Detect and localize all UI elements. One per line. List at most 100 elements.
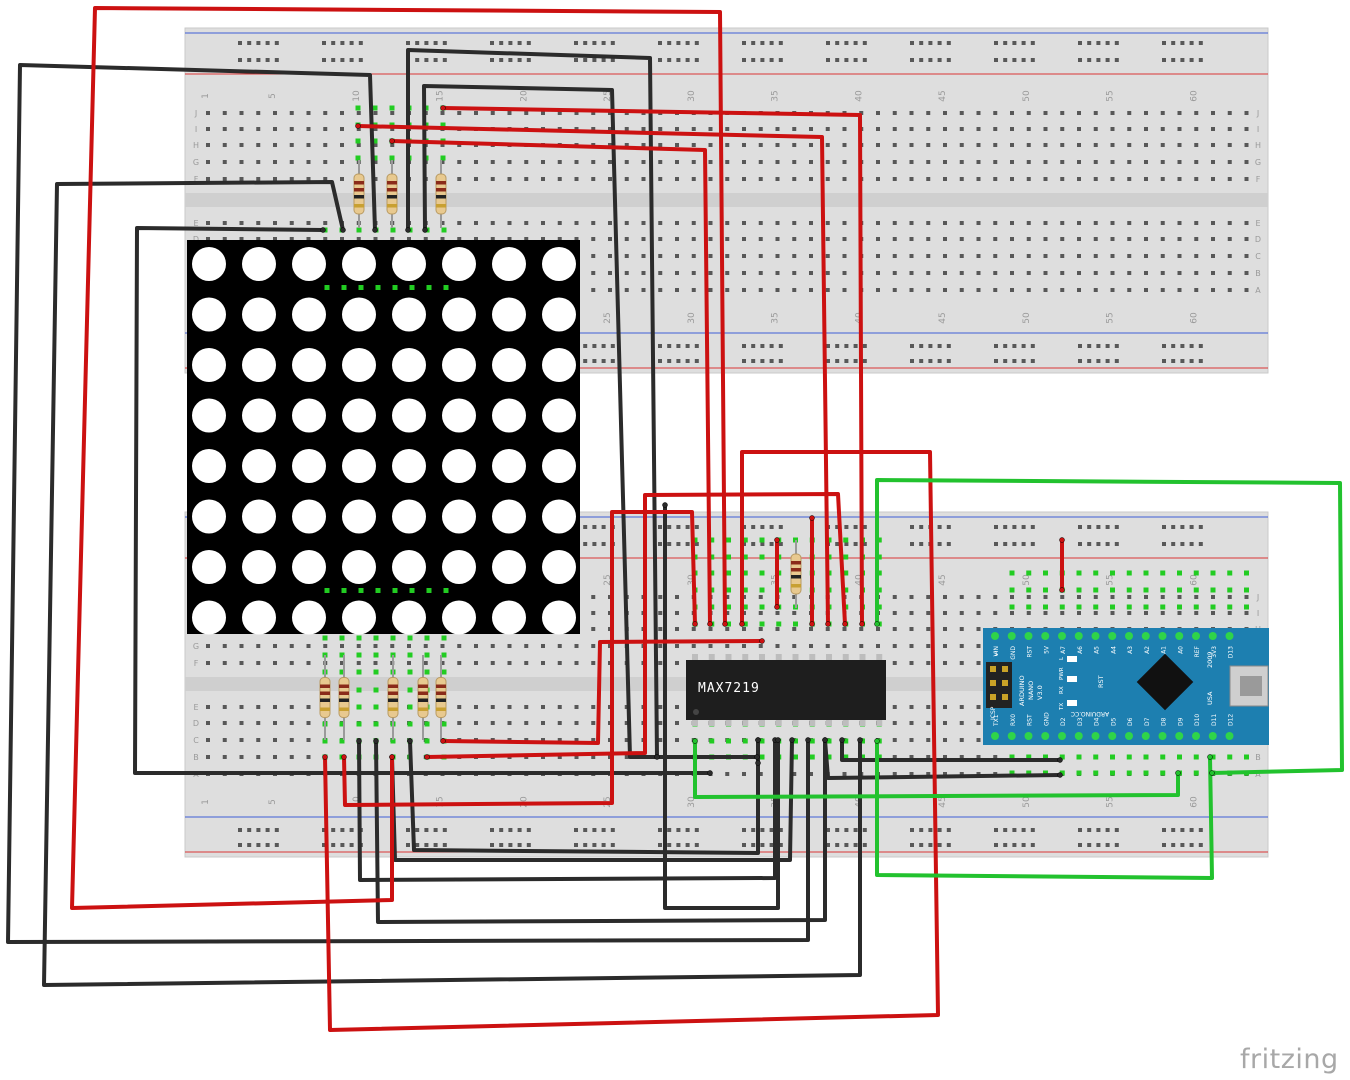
breadboard-bottom-rail-hole (826, 843, 830, 847)
matrix-pin-marker (341, 588, 347, 593)
breadboard-top-hole (959, 237, 964, 241)
wire-end (809, 621, 815, 627)
breadboard-bottom-rail-hole (928, 828, 933, 832)
nano-pin-label: D10 (1194, 714, 1201, 726)
breadboard-top-hole (809, 127, 813, 131)
breadboard-top-rail-hole (826, 359, 830, 363)
active-hole (322, 635, 328, 641)
breadboard-top-rail-hole (1114, 58, 1119, 62)
breadboard-top-hole (524, 221, 529, 225)
breadboard-bottom-rail-hole (1180, 525, 1185, 529)
breadboard-top-rail-hole (349, 41, 354, 45)
breadboard-top-hole (742, 254, 746, 258)
breadboard-top-hole (876, 177, 880, 181)
active-hole (876, 587, 882, 593)
active-hole (1143, 570, 1149, 576)
breadboard-top-rail-hole (1021, 344, 1026, 348)
breadboard-top-hole (1177, 127, 1182, 131)
breadboard-top-hole (1110, 254, 1115, 258)
led-dot (492, 348, 526, 382)
breadboard-bottom-rail-hole (322, 828, 326, 832)
active-hole (355, 155, 361, 161)
nano-pin (1041, 732, 1050, 740)
led-dot (242, 550, 276, 584)
breadboard-top-hole (591, 177, 596, 181)
breadboard-top-hole (993, 111, 998, 115)
nano-led (1067, 656, 1077, 662)
breadboard-bottom-rail-hole (853, 542, 858, 546)
nano-pin (991, 732, 999, 740)
breadboard-bottom-col-number: 30 (687, 796, 697, 808)
breadboard-bottom-col-number: 45 (938, 574, 948, 585)
breadboard-top-hole (708, 288, 713, 292)
led-dot (192, 550, 226, 584)
breadboard-top-hole (809, 160, 813, 164)
active-hole (339, 652, 345, 658)
breadboard-top-col-number: 30 (687, 90, 697, 102)
active-hole (1026, 570, 1032, 576)
breadboard-top-hole (624, 288, 629, 292)
breadboard-top-hole (725, 177, 730, 181)
breadboard-top-hole (892, 127, 897, 131)
active-hole (759, 587, 765, 593)
nano-pin-label: REF (1194, 645, 1201, 657)
chip-pin (876, 716, 883, 726)
breadboard-top-rail-hole (658, 58, 662, 62)
breadboard-top-hole (239, 177, 244, 181)
breadboard-top-rail-hole (658, 359, 662, 363)
breadboard-top-hole (541, 237, 545, 241)
breadboard-top-hole (959, 127, 964, 131)
breadboard-top-hole (306, 237, 311, 241)
breadboard-bottom-rail-hole (658, 828, 662, 832)
breadboard-bottom-hole (206, 705, 210, 709)
resistor-band (418, 698, 428, 702)
breadboard-top-hole (222, 127, 227, 131)
breadboard-top-rail-hole (835, 41, 840, 45)
breadboard-bottom-hole (591, 627, 596, 631)
breadboard-bottom-rail-hole (1078, 542, 1082, 546)
breadboard-top-rail-hole (928, 359, 933, 363)
nano-pin (1225, 732, 1234, 740)
breadboard-bottom-hole (825, 644, 830, 648)
breadboard-top-rail-hole (442, 58, 447, 62)
breadboard-top-hole (1194, 288, 1199, 292)
breadboard-bottom-hole (842, 772, 847, 776)
wire-end (1175, 770, 1181, 776)
wire-end (774, 604, 780, 610)
active-hole (1244, 604, 1249, 610)
breadboard-top-rail-hole (862, 344, 867, 348)
chip-pin (742, 654, 749, 664)
breadboard-bottom-rail-hole (742, 843, 746, 847)
resistor-band (387, 181, 397, 185)
chip-pin (775, 654, 782, 664)
breadboard-top-hole (658, 254, 663, 258)
breadboard-bottom-rail-hole (844, 542, 849, 546)
breadboard-top-hole (507, 160, 512, 164)
breadboard-top-hole (624, 127, 629, 131)
wire-end (739, 621, 745, 627)
breadboard-top-hole (943, 254, 947, 258)
active-hole (1110, 604, 1115, 610)
led-dot (192, 247, 226, 281)
breadboard-bottom-hole (959, 611, 964, 615)
breadboard-top-hole (1177, 254, 1182, 258)
nano-pin-label: D4 (1094, 717, 1101, 726)
breadboard-top-hole (323, 221, 328, 225)
active-hole (759, 570, 765, 576)
breadboard-top-row-letter: J (1256, 109, 1259, 118)
breadboard-top-hole (1227, 271, 1232, 275)
breadboard-top-hole (608, 271, 612, 275)
breadboard-top-hole (1093, 254, 1098, 258)
breadboard-bottom-rail-hole (937, 843, 942, 847)
active-hole (1110, 570, 1115, 576)
nano-label: RX (1059, 686, 1065, 694)
wire-end (755, 737, 761, 743)
active-hole (1193, 770, 1199, 776)
wire-green (693, 739, 1180, 799)
breadboard-bottom-hole (943, 595, 947, 599)
breadboard-top-hole (1227, 288, 1232, 292)
breadboard-bottom-rail-hole (406, 843, 410, 847)
breadboard-bottom-hole (574, 705, 579, 709)
breadboard-top-hole (474, 221, 478, 225)
breadboard-top-rail-hole (358, 41, 363, 45)
